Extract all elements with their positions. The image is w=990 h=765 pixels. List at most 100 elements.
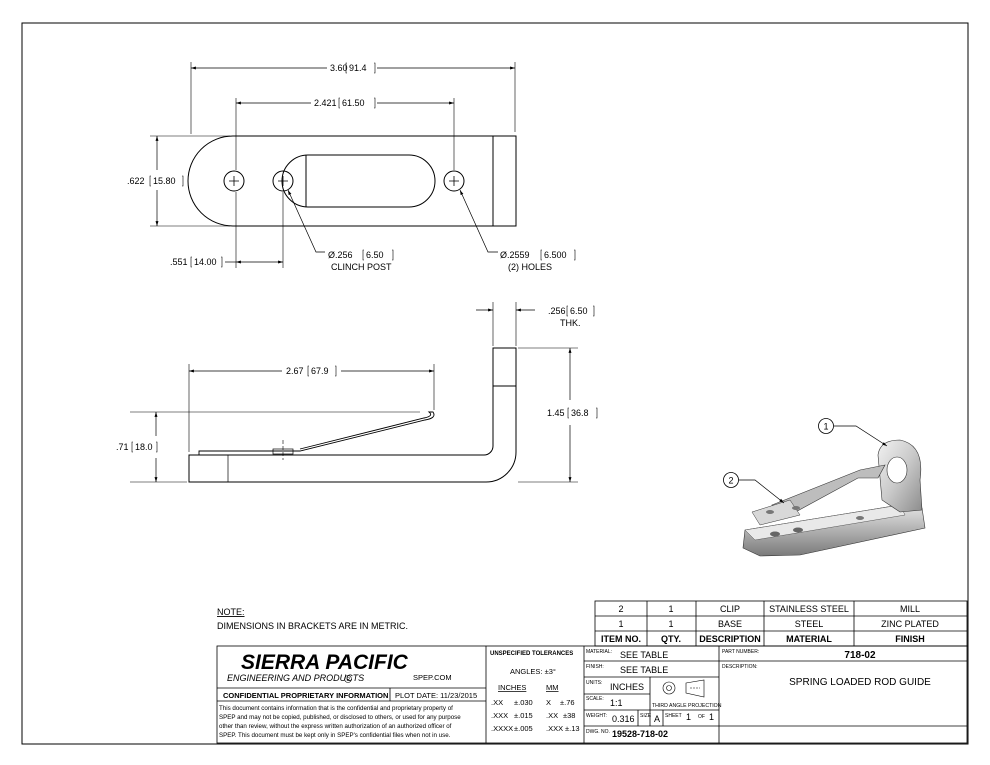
weight-label: WEIGHT: [586, 713, 607, 719]
dim-hole-spacing: 2.421 [314, 98, 337, 108]
title-block-frame [216, 645, 968, 744]
company-website: SPEP.COM [413, 673, 452, 682]
svg-text:.XXX: .XXX [546, 724, 563, 733]
svg-text:BASE: BASE [718, 619, 742, 629]
tolerances-rows: .XX ±.030 X ±.76 .XXX ±.015 .XX ±38 .XXX… [491, 698, 580, 733]
of-label: OF [698, 714, 705, 720]
material-value: SEE TABLE [620, 650, 668, 660]
bom-row-1: 1 1 BASE STEEL ZINC PLATED [618, 619, 939, 629]
dim-clip-height: .71 [116, 442, 129, 452]
sheet-border [21, 22, 969, 745]
svg-text:.XX: .XX [546, 711, 558, 720]
description-value: SPRING LOADED ROD GUIDE [789, 677, 931, 688]
svg-text:±.015: ±.015 [514, 711, 533, 720]
size-value: A [654, 714, 660, 724]
dim-width: .622 [127, 176, 145, 186]
dim-clinch-dia: Ø.256 [328, 250, 353, 260]
bom-header-row: ITEM NO. QTY. DESCRIPTION MATERIAL FINIS… [601, 634, 925, 644]
dim-hole-dia-mm: 6.500 [544, 250, 567, 260]
projection-label: THIRD ANGLE PROJECTION [652, 703, 722, 709]
svg-text:QTY.: QTY. [661, 634, 681, 644]
dim-width-mm: 15.80 [153, 176, 176, 186]
finish-label: FINISH: [586, 664, 604, 670]
registered-mark [344, 675, 352, 683]
of-value: 1 [709, 712, 714, 722]
svg-text:CLIP: CLIP [720, 604, 740, 614]
svg-text:1: 1 [823, 422, 828, 432]
dim-overall-length-mm: 91.4 [349, 63, 367, 73]
company-name: SIERRA PACIFIC [241, 651, 409, 674]
part-number-label: PART NUMBER: [722, 649, 759, 655]
svg-text:±.76: ±.76 [560, 698, 575, 707]
tolerances-mm-label: MM [546, 683, 559, 692]
sheet-label: SHEET [665, 713, 682, 719]
svg-text:±.13: ±.13 [565, 724, 580, 733]
svg-text:±.005: ±.005 [514, 724, 533, 733]
dim-hole-dia: Ø.2559 [500, 250, 530, 260]
svg-text:DESCRIPTION: DESCRIPTION [699, 634, 761, 644]
confidential-line-3: other than review, without the express w… [219, 723, 452, 730]
svg-text:±.030: ±.030 [514, 698, 533, 707]
finish-value: SEE TABLE [620, 665, 668, 675]
dim-clip-length: 2.67 [286, 366, 304, 376]
registered-letter: R [347, 677, 351, 683]
svg-text:1: 1 [668, 619, 673, 629]
dwg-no-value: 19528-718-02 [612, 729, 668, 739]
note-text: DIMENSIONS IN BRACKETS ARE IN METRIC. [217, 621, 408, 631]
bom-row-2: 2 1 CLIP STAINLESS STEEL MILL [618, 604, 920, 614]
top-view [150, 62, 517, 268]
svg-text:X: X [546, 698, 551, 707]
svg-text:STEEL: STEEL [795, 619, 824, 629]
dim-thk: .256 [548, 306, 566, 316]
dim-overall-length: 3.60 [330, 63, 348, 73]
holes-label: (2) HOLES [508, 262, 552, 272]
tolerances-inches-label: INCHES [498, 683, 526, 692]
part-number-value: 718-02 [844, 650, 876, 661]
svg-text:ITEM NO.: ITEM NO. [601, 634, 641, 644]
description-label: DESCRIPTION: [722, 664, 758, 670]
dim-hole-spacing-mm: 61.50 [342, 98, 365, 108]
tolerances-title: UNSPECIFIED TOLERANCES [490, 651, 573, 657]
sheet-value: 1 [686, 712, 691, 722]
dim-height-mm: 36.8 [571, 408, 589, 418]
scale-value: 1:1 [610, 698, 623, 708]
dwg-no-label: DWG. NO. [586, 729, 610, 735]
dim-post-offset: .551 [170, 257, 188, 267]
size-label: SIZE [640, 713, 652, 719]
isometric-view [742, 439, 926, 557]
svg-text:.XX: .XX [491, 698, 503, 707]
plot-date: PLOT DATE: 11/23/2015 [395, 691, 477, 700]
clinch-post-label: CLINCH POST [331, 262, 392, 272]
side-view [130, 302, 578, 483]
svg-text:1: 1 [668, 604, 673, 614]
dim-clip-height-mm: 18.0 [135, 442, 153, 452]
svg-text:.XXX: .XXX [491, 711, 508, 720]
svg-text:MATERIAL: MATERIAL [786, 634, 832, 644]
tolerances-angles: ANGLES: ±3° [510, 667, 556, 676]
material-label: MATERIAL: [586, 649, 612, 655]
units-value: INCHES [610, 682, 644, 692]
dim-thk-mm: 6.50 [570, 306, 588, 316]
scale-label: SCALE: [586, 696, 604, 702]
units-label: UNITS: [586, 680, 602, 686]
svg-text:.XXXX: .XXXX [491, 724, 513, 733]
svg-text:2: 2 [618, 604, 623, 614]
balloon-2: 2 [723, 472, 785, 504]
svg-text:1: 1 [618, 619, 623, 629]
confidential-line-1: This document contains information that … [219, 705, 453, 712]
svg-text:±38: ±38 [563, 711, 575, 720]
svg-text:STAINLESS STEEL: STAINLESS STEEL [769, 604, 849, 614]
svg-text:2: 2 [728, 476, 733, 486]
balloon-1: 1 [818, 418, 888, 447]
confidential-line-4: SPEP. This document must be kept only in… [219, 732, 451, 739]
svg-text:FINISH: FINISH [895, 634, 925, 644]
confidential-line-2: SPEP and may not be copied, published, o… [219, 714, 461, 721]
company-subtitle: ENGINEERING AND PRODUCTS [227, 673, 364, 683]
note-title: NOTE: [217, 607, 245, 617]
dim-clinch-dia-mm: 6.50 [366, 250, 384, 260]
dim-post-offset-mm: 14.00 [194, 257, 217, 267]
svg-text:MILL: MILL [900, 604, 920, 614]
confidential-label: CONFIDENTIAL PROPRIETARY INFORMATION [223, 691, 388, 700]
thk-label: THK. [560, 318, 581, 328]
